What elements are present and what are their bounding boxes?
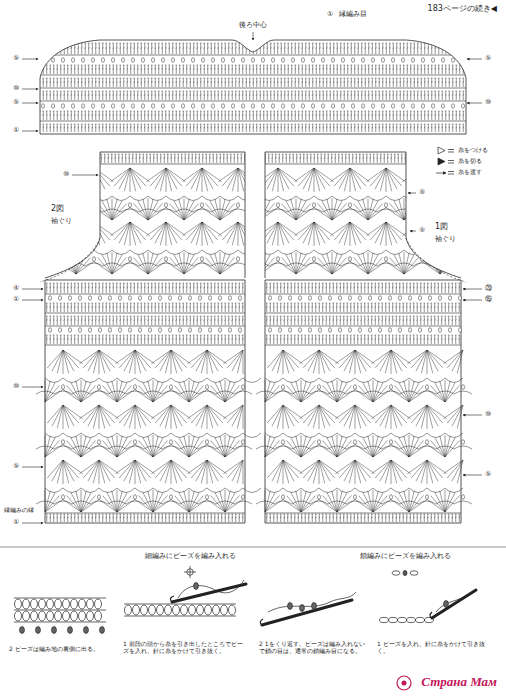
row-number: ⑤ — [12, 54, 20, 62]
row-number: ⑮ — [484, 295, 493, 303]
row-arrow — [463, 300, 482, 301]
row-number: ⑩ — [12, 84, 20, 92]
row-number: ⑩ — [62, 170, 70, 178]
row-arrow — [22, 289, 43, 290]
technique-heading: 細編みにビーズを編み入れる — [144, 552, 237, 560]
chart-outline — [40, 32, 466, 523]
row-arrow — [467, 103, 482, 104]
row-arrow — [72, 175, 98, 176]
row-number: ① — [12, 126, 20, 134]
step-note: 1 前段の頭から糸を引き出したところでビーズを入れ、針に糸をかけて引き抜く。 — [122, 640, 244, 654]
row-arrow — [22, 59, 38, 60]
row-number: ⑤ — [484, 54, 492, 62]
legend-text: 糸を渡す — [457, 168, 483, 175]
legend-text: 糸を切る — [457, 157, 483, 164]
edging-note: 縁編み目 — [338, 10, 368, 18]
row-arrow — [22, 103, 38, 104]
row-number: ① — [326, 10, 334, 18]
row-number: ⑩ — [484, 98, 492, 106]
row-arrow — [22, 467, 43, 468]
step-note: 2 1をくり返す。ビーズは編み入れないで鎖の目は、通常の鎖編み目になる。 — [258, 640, 368, 654]
figure-number: 1図 — [434, 222, 449, 232]
row-arrow — [463, 289, 482, 290]
step-note: 1 ビーズを入れ、針に糸をかけて引き抜く。 — [376, 640, 488, 654]
page-header: 183ページの続き◀ — [427, 4, 498, 14]
row-number: ⑤ — [12, 462, 20, 470]
row-number: ④ — [12, 284, 20, 292]
row-arrow — [463, 415, 482, 416]
separator-line — [0, 547, 506, 548]
row-arrow — [22, 131, 38, 132]
row-number: ① — [12, 295, 20, 303]
edging-note: 縁編みの縁 — [3, 506, 35, 513]
row-arrow — [408, 193, 416, 194]
technique-heading: 鎖編みにビーズを編み入れる — [359, 552, 452, 560]
row-arrow — [22, 523, 43, 524]
figure-number: 2図 — [50, 204, 65, 214]
row-arrow — [410, 231, 416, 232]
row-arrow — [22, 387, 43, 388]
legend-symbols — [436, 147, 454, 174]
row-arrow — [22, 89, 38, 90]
row-arrow — [467, 59, 482, 60]
technique-illustrations — [14, 580, 476, 633]
row-number: ⑤ — [12, 98, 20, 106]
stitch-symbols — [184, 566, 418, 578]
row-arrow — [463, 475, 482, 476]
center-note: 後ろ中心 — [238, 21, 268, 29]
legend-text: 糸をつける — [457, 146, 489, 153]
step-note: 2 ビーズは編み地の裏側に出る。 — [8, 645, 110, 652]
armhole-note: 袖ぐり — [50, 217, 73, 225]
row-number: ⑩ — [484, 410, 492, 418]
row-number: ⑳ — [484, 284, 493, 292]
row-number: ⑤ — [418, 188, 426, 196]
row-arrow — [22, 300, 43, 301]
armhole-note: 袖ぐり — [434, 235, 457, 243]
row-number: ⑩ — [12, 382, 20, 390]
watermark: Страна Мам — [420, 674, 498, 690]
row-number: ① — [12, 518, 20, 526]
watermark-logo — [397, 676, 411, 690]
row-number: ⑤ — [484, 470, 492, 478]
row-number: ⑤ — [418, 226, 426, 234]
